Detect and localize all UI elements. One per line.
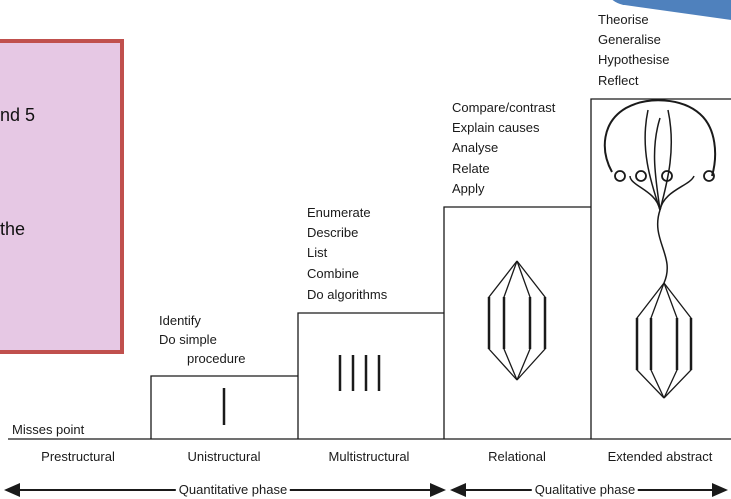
multistructural-parallel-lines-icon — [338, 355, 381, 391]
unistructural-verb-3: procedure — [187, 351, 246, 366]
level-name-multistructural: Multistructural — [328, 449, 410, 464]
staircase-outline — [8, 98, 731, 440]
prestructural-verb: Misses point — [12, 422, 85, 437]
qualitative-phase-label: Qualitative phase — [531, 482, 639, 497]
relational-verb-3: Analyse — [452, 140, 499, 155]
relational-verb-1: Compare/contrast — [452, 100, 556, 115]
multistructural-verb-5: Do algorithms — [307, 287, 388, 302]
level-name-extended-abstract: Extended abstract — [607, 449, 713, 464]
extended-verb-4: Reflect — [598, 73, 639, 88]
level-name-unistructural: Unistructural — [187, 449, 261, 464]
panel-text-line-1: nd 5 — [0, 105, 36, 125]
multistructural-verb-1: Enumerate — [307, 205, 371, 220]
unistructural-verb-1: Identify — [159, 313, 201, 328]
relational-verb-4: Relate — [452, 161, 490, 176]
quantitative-phase-label: Quantitative phase — [175, 482, 291, 497]
multistructural-verb-4: Combine — [307, 266, 360, 281]
level-name-relational: Relational — [488, 449, 546, 464]
overlay-text-panel: nd 5 the — [0, 39, 124, 354]
extended-verb-1: Theorise — [598, 12, 649, 27]
relational-spindle-icon — [487, 260, 547, 381]
extended-verb-3: Hypothesise — [598, 52, 670, 67]
multistructural-verb-2: Describe — [307, 225, 359, 240]
unistructural-verb-2: Do simple — [159, 332, 217, 347]
extended-verb-2: Generalise — [598, 32, 661, 47]
multistructural-verb-3: List — [307, 245, 328, 260]
relational-verb-2: Explain causes — [452, 120, 540, 135]
panel-text-line-2: the — [0, 219, 26, 239]
extended-abstract-icon — [603, 99, 717, 399]
level-name-prestructural: Prestructural — [41, 449, 115, 464]
relational-verb-5: Apply — [452, 181, 485, 196]
